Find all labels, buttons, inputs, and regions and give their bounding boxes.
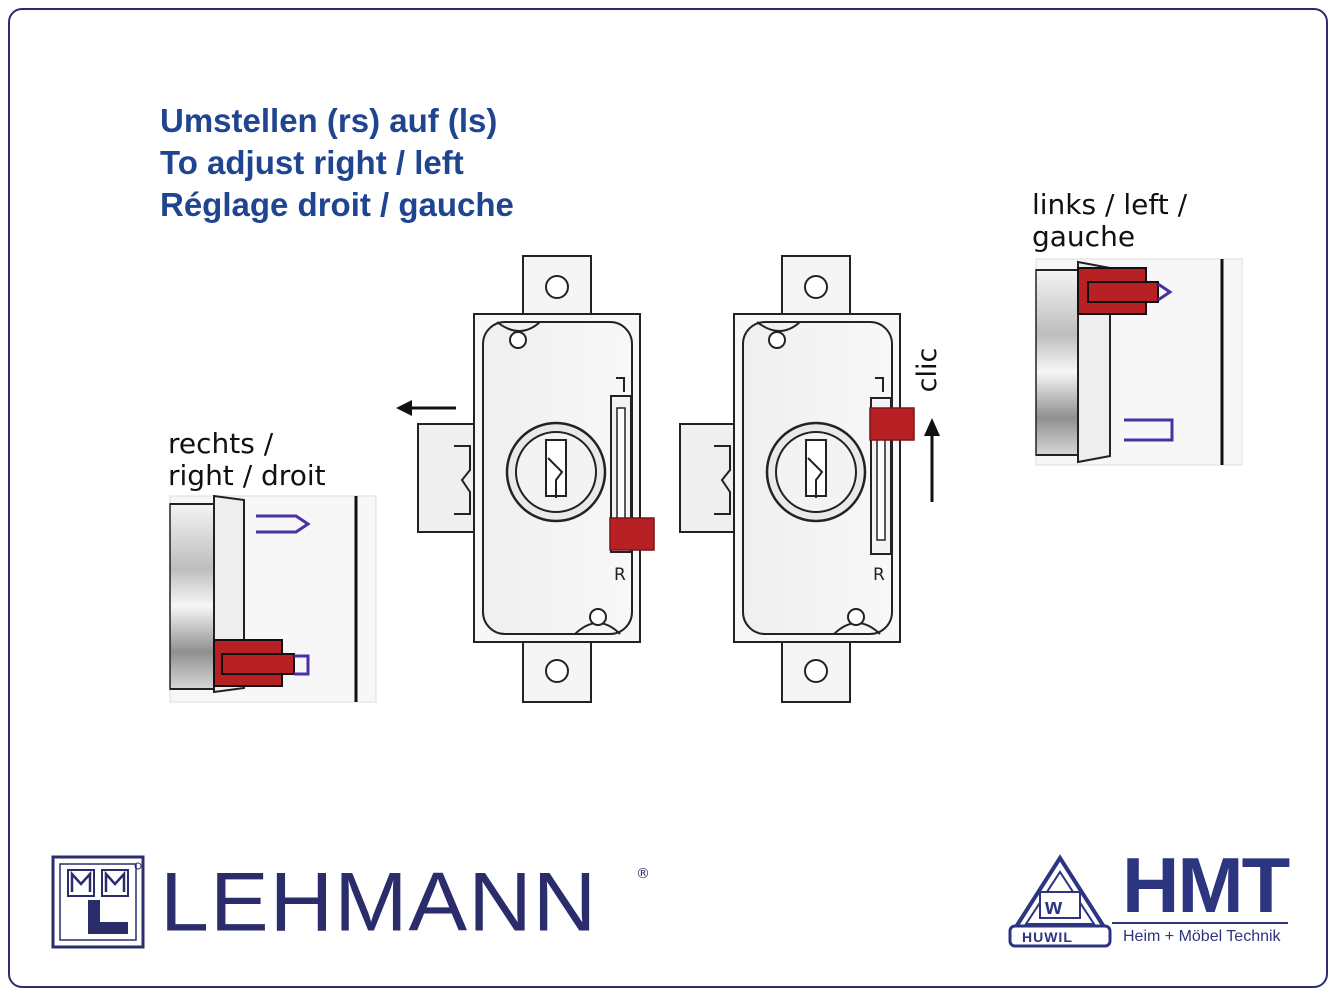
huwil-wordmark: HUWIL [1022, 929, 1073, 945]
lehmann-registered-mark: ® [636, 866, 650, 882]
arrow-left-icon [396, 400, 456, 416]
red-slider-right [213, 639, 295, 687]
lock1-red-slider [609, 517, 655, 551]
lock2-mark-r: R [873, 565, 885, 585]
lock2-red-slider [869, 407, 915, 441]
title-line-english: To adjust right / left [160, 144, 464, 181]
huwil-logo-mark: w [1008, 854, 1288, 948]
right-variant-label: rechts / right / droit [168, 428, 326, 492]
hmt-subtitle: Heim + Möbel Technik [1123, 928, 1281, 945]
left-label-line-1: links / left / [1032, 188, 1188, 221]
lock-body-right-setting: R [417, 255, 655, 703]
arrow-up-icon [924, 418, 940, 502]
detail-left-version [1035, 258, 1243, 466]
border-frame [8, 8, 1328, 988]
lock-body-left-setting: R [679, 255, 915, 703]
detail-right-version [169, 494, 377, 703]
left-label-line-2: gauche [1032, 220, 1136, 253]
lehmann-wordmark: LEHMANN [160, 854, 598, 949]
svg-text:w: w [1044, 894, 1063, 919]
lehmann-logo-mark [51, 855, 145, 949]
instruction-title: Umstellen (rs) auf (ls) To adjust right … [160, 100, 514, 226]
left-variant-label: links / left / gauche [1032, 189, 1187, 253]
right-label-line-1: rechts / [168, 427, 274, 460]
title-line-german: Umstellen (rs) auf (ls) [160, 102, 498, 139]
lock1-mark-r: R [614, 565, 626, 585]
title-line-french: Réglage droit / gauche [160, 186, 514, 223]
right-label-line-2: right / droit [168, 459, 326, 492]
hmt-wordmark: HMT [1122, 841, 1290, 929]
red-slider-left [1077, 267, 1159, 315]
